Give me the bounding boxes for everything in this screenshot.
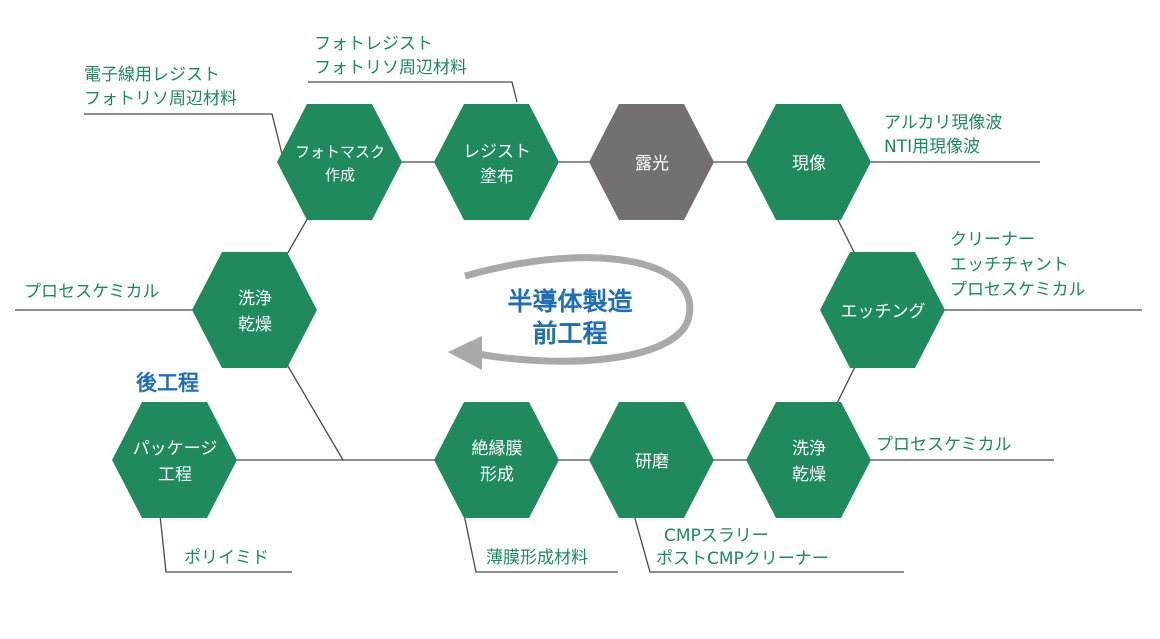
label-resist-materials: フォトレジスト フォトリソ周辺材料 [314,34,467,78]
label-text: ポリイミド [184,548,269,568]
step-resist-line1: レジスト [463,142,531,162]
label-text: 電子線用レジスト [84,65,220,85]
step-resist: レジスト 塗布 [434,104,559,220]
label-text: フォトレジスト [314,34,433,54]
step-develop-label: 現像 [792,154,826,174]
step-exposure-label: 露光 [635,154,669,174]
step-clean-left-line1: 洗浄 [238,289,272,309]
step-insulation-line2: 形成 [480,465,514,485]
label-text: プロセスケミカル [24,282,160,302]
center-title: 半導体製造 前工程 [507,287,632,348]
label-text: 薄膜形成材料 [486,548,588,568]
label-package-materials: ポリイミド [184,548,269,568]
label-insulation-materials: 薄膜形成材料 [486,548,588,568]
step-clean-right: 洗浄 乾燥 [746,402,871,518]
cycle-arrow [448,254,694,370]
label-text: CMPスラリー [664,526,769,546]
label-photomask-materials: 電子線用レジスト フォトリソ周辺材料 [84,65,237,109]
step-package-line1: パッケージ [133,439,218,459]
step-insulation: 絶縁膜 形成 [434,402,559,518]
center-title-line2: 前工程 [532,319,607,348]
step-clean-right-line2: 乾燥 [792,465,826,485]
label-develop-materials: アルカリ現像波 NTI用現像波 [884,113,1002,157]
label-clean-right-materials: プロセスケミカル [876,435,1012,455]
center-title-line1: 半導体製造 [507,287,632,316]
label-text: アルカリ現像波 [884,113,1002,133]
post-process-title: 後工程 [136,371,199,395]
label-etching-materials: クリーナー エッチチャント プロセスケミカル [950,230,1086,300]
step-clean-left: 洗浄 乾燥 [192,252,317,368]
label-clean-left-materials: プロセスケミカル [24,282,160,302]
step-photomask-line1: フォトマスク [295,143,385,161]
label-text: プロセスケミカル [950,280,1086,300]
label-text: フォトリソ周辺材料 [314,58,467,78]
step-package-line2: 工程 [158,465,192,485]
step-resist-line2: 塗布 [480,166,514,187]
step-photomask: フォトマスク 作成 [277,104,402,220]
label-polish-materials: CMPスラリー ポストCMPクリーナー [656,526,829,569]
label-text: プロセスケミカル [876,435,1012,455]
step-develop: 現像 [746,104,871,220]
label-text: エッチチャント [950,255,1069,275]
label-text: クリーナー [950,230,1035,250]
label-text: フォトリソ周辺材料 [84,89,237,109]
step-clean-right-line1: 洗浄 [792,439,826,459]
step-etching-label: エッチング [841,302,926,322]
step-polish: 研磨 [589,402,714,518]
step-insulation-line1: 絶縁膜 [472,439,523,459]
step-polish-label: 研磨 [635,452,669,472]
step-etching: エッチング [820,252,945,368]
step-clean-left-line2: 乾燥 [238,315,272,335]
step-photomask-line2: 作成 [325,166,355,184]
step-exposure: 露光 [589,104,714,220]
label-text: ポストCMPクリーナー [656,549,829,569]
label-text: NTI用現像波 [884,137,980,157]
step-package: パッケージ 工程 [112,402,237,518]
